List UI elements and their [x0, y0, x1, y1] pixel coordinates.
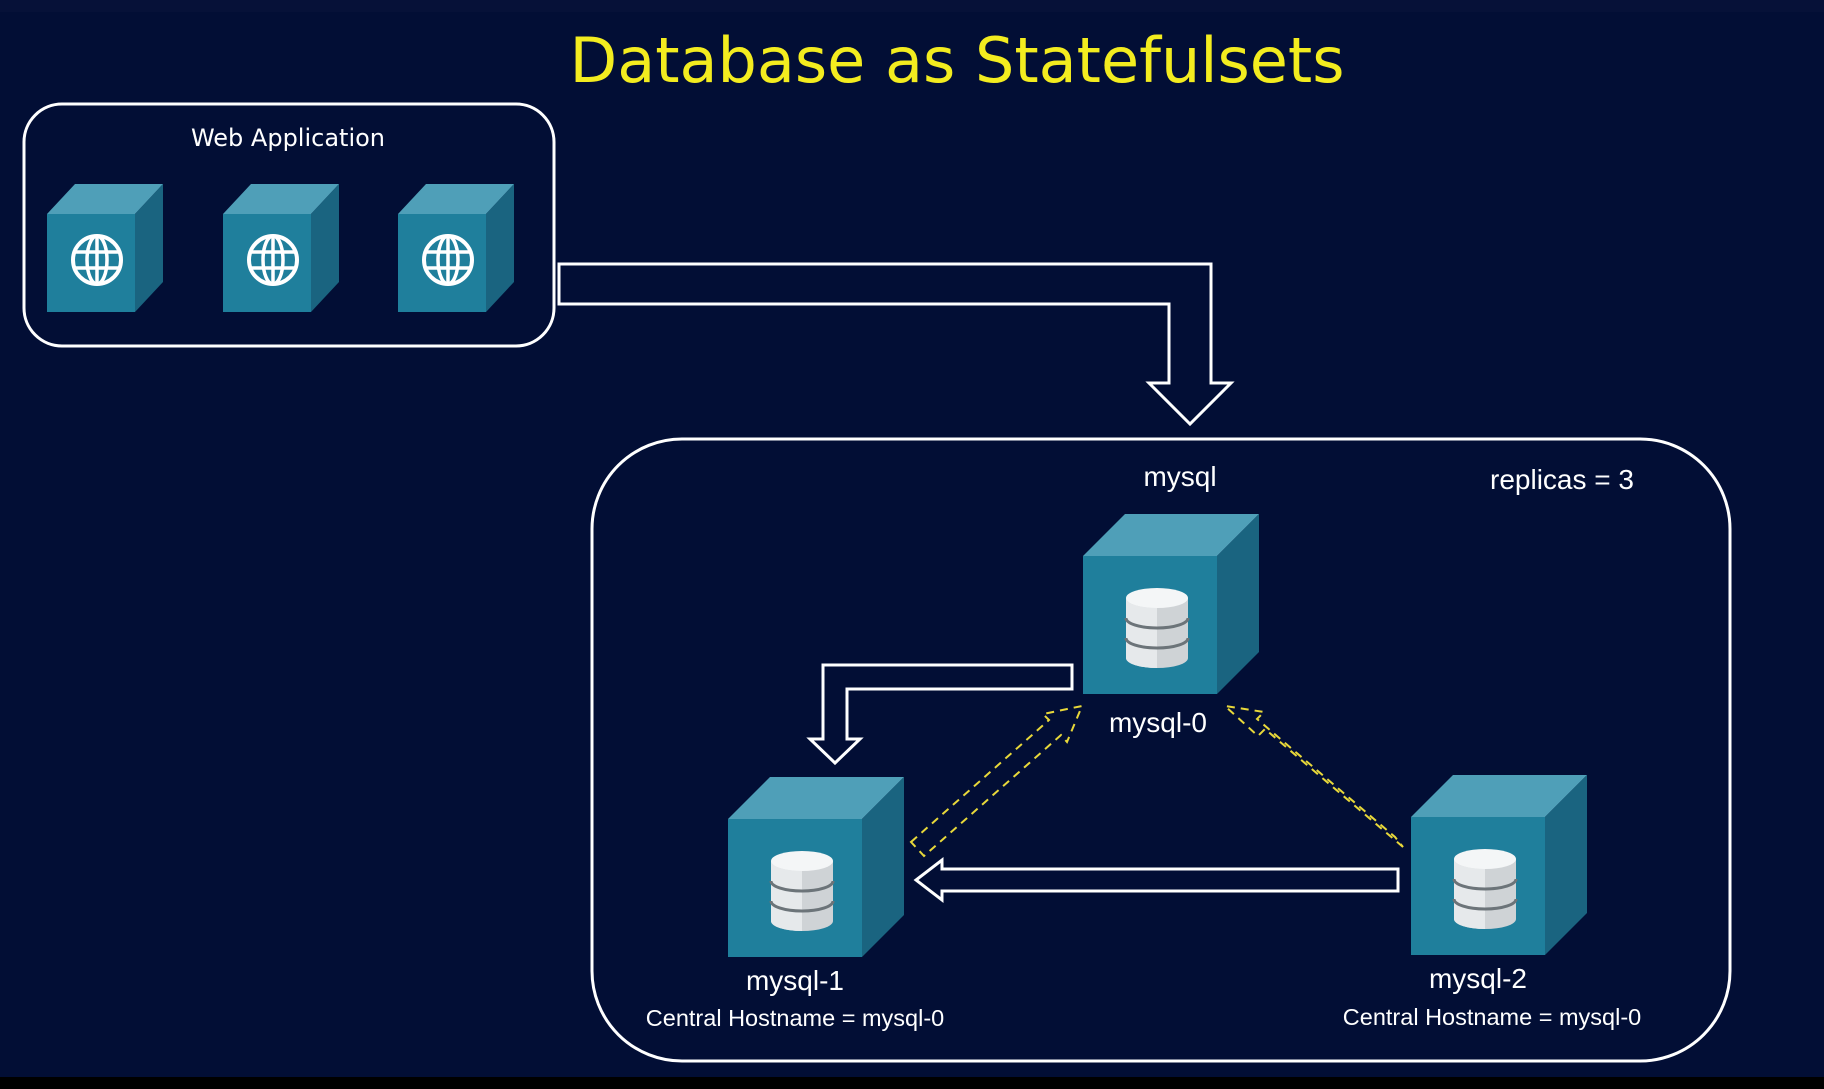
database-icon — [1124, 586, 1190, 670]
replication-arrow-mysql2-to-mysql1 — [913, 856, 1400, 904]
web-pod-3 — [398, 184, 514, 312]
mysql-1-label: mysql-1 — [746, 965, 844, 996]
replicas-label: replicas = 3 — [1490, 464, 1634, 495]
slide-title: Database as Statefulsets — [569, 24, 1344, 97]
web-application-label: Web Application — [191, 124, 385, 152]
web-pod-1 — [47, 184, 163, 312]
top-band — [0, 0, 1824, 12]
bottom-band — [0, 1077, 1824, 1089]
web-application-box — [22, 102, 556, 348]
mysql-2-pod — [1411, 775, 1587, 955]
dashed-arrow-mysql2-to-mysql0 — [1221, 704, 1404, 848]
mysql-0-label: mysql-0 — [1109, 707, 1207, 738]
mysql-1-pod — [728, 777, 904, 957]
web-pod-2 — [223, 184, 339, 312]
connection-arrow — [557, 262, 1235, 427]
dashed-arrow-mysql1-to-mysql0 — [909, 704, 1084, 858]
statefulset-box — [590, 437, 1732, 1063]
database-icon — [769, 849, 835, 933]
replication-arrow-mysql0-to-mysql1 — [806, 663, 1074, 766]
database-icon — [1452, 847, 1518, 931]
mysql-1-central-hostname: Central Hostname = mysql-0 — [646, 1005, 944, 1031]
mysql-2-label: mysql-2 — [1429, 963, 1527, 994]
mysql-2-central-hostname: Central Hostname = mysql-0 — [1343, 1004, 1641, 1030]
mysql-0-pod — [1083, 514, 1259, 694]
statefulset-name: mysql — [1143, 461, 1216, 492]
